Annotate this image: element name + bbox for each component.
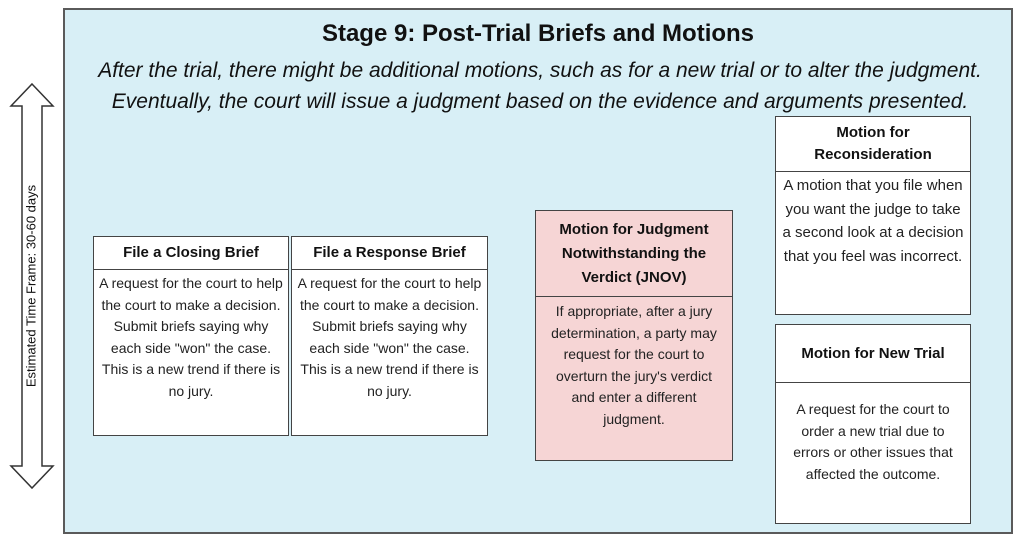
response-brief-card: File a Response Brief A request for the … — [291, 236, 488, 436]
response-brief-body: A request for the court to help the cour… — [297, 275, 482, 399]
closing-brief-card: File a Closing Brief A request for the c… — [93, 236, 289, 436]
reconsideration-title: Motion for Reconsideration — [776, 117, 970, 172]
new-trial-body: A request for the court to order a new t… — [793, 401, 953, 482]
stage-subtitle: After the trial, there might be addition… — [98, 59, 982, 113]
stage-title: Stage 9: Post-Trial Briefs and Motions — [321, 20, 755, 47]
response-brief-title: File a Response Brief — [292, 237, 487, 270]
double-arrow-icon — [9, 82, 55, 490]
jnov-title: Motion for Judgment Notwithstanding the … — [536, 211, 732, 297]
timeframe-arrow: Estimated Time Frame: 30-60 days — [6, 82, 58, 490]
new-trial-card: Motion for New Trial A request for the c… — [775, 324, 971, 524]
reconsideration-body: A motion that you file when you want the… — [782, 177, 964, 265]
closing-brief-title: File a Closing Brief — [94, 237, 288, 270]
reconsideration-card: Motion for Reconsideration A motion that… — [775, 116, 971, 315]
timeframe-label: Estimated Time Frame: 30-60 days — [23, 184, 39, 388]
jnov-body: If appropriate, after a jury determinati… — [551, 303, 717, 427]
closing-brief-body: A request for the court to help the cour… — [99, 275, 283, 399]
jnov-card: Motion for Judgment Notwithstanding the … — [535, 210, 733, 461]
new-trial-title: Motion for New Trial — [776, 325, 970, 383]
